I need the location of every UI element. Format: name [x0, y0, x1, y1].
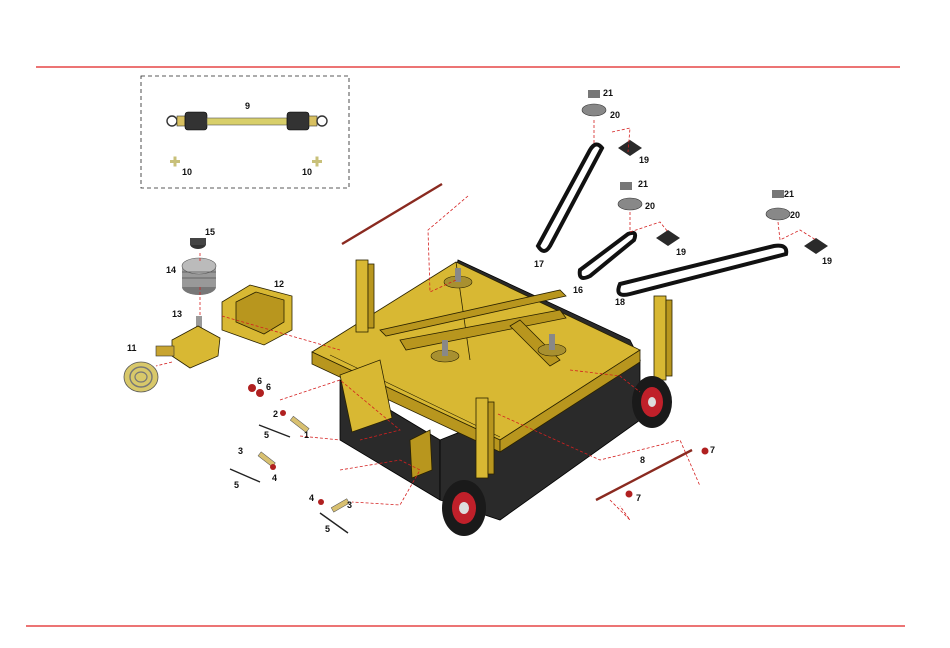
callout-7: 7: [710, 445, 715, 455]
callout-6: 6: [266, 382, 271, 392]
callout-14: 14: [166, 265, 176, 275]
callout-4: 4: [309, 493, 314, 503]
top-nut: [190, 238, 206, 249]
callout-20: 20: [790, 210, 800, 220]
callout-8: 8: [640, 455, 645, 465]
front-wheel: [442, 480, 486, 536]
bearing-flanges: [618, 140, 828, 254]
gearbox-guard: [222, 285, 292, 345]
callout-21: 21: [638, 179, 648, 189]
callout-19: 19: [822, 256, 832, 266]
callout-21: 21: [603, 88, 613, 98]
callout-10: 10: [302, 167, 312, 177]
callout-6: 6: [257, 376, 262, 386]
pto-shaft-inset: [141, 76, 349, 188]
callout-15: 15: [205, 227, 215, 237]
callout-19: 19: [639, 155, 649, 165]
belt-16: [580, 233, 635, 278]
callout-3: 3: [238, 446, 243, 456]
callout-9: 9: [245, 101, 250, 111]
callout-21: 21: [784, 189, 794, 199]
callout-7: 7: [636, 493, 641, 503]
rear-wheel: [632, 376, 672, 428]
callout-4: 4: [272, 473, 277, 483]
belt-18: [618, 246, 786, 295]
callout-1: 1: [304, 430, 309, 440]
pto-shaft: [167, 112, 327, 130]
callout-18: 18: [615, 297, 625, 307]
gearbox-assembly: [124, 238, 292, 392]
callout-3: 3: [347, 500, 352, 510]
callout-5: 5: [264, 430, 269, 440]
lynch-pins: [230, 425, 348, 533]
callout-20: 20: [645, 201, 655, 211]
cross-joint-left: [170, 157, 180, 167]
callout-13: 13: [172, 309, 182, 319]
callout-5: 5: [234, 480, 239, 490]
belt-17: [538, 144, 602, 251]
callout-20: 20: [610, 110, 620, 120]
callout-12: 12: [274, 279, 284, 289]
callout-17: 17: [534, 259, 544, 269]
gearbox: [156, 316, 220, 368]
callout-11: 11: [127, 343, 137, 353]
callout-19: 19: [676, 247, 686, 257]
callout-5: 5: [325, 524, 330, 534]
callout-10: 10: [182, 167, 192, 177]
callout-16: 16: [573, 285, 583, 295]
cross-joint-right: [312, 157, 322, 167]
pulley: [182, 258, 216, 295]
callout-2: 2: [273, 409, 278, 419]
top-rod: [342, 184, 442, 244]
shaft-coupling: [124, 362, 158, 392]
